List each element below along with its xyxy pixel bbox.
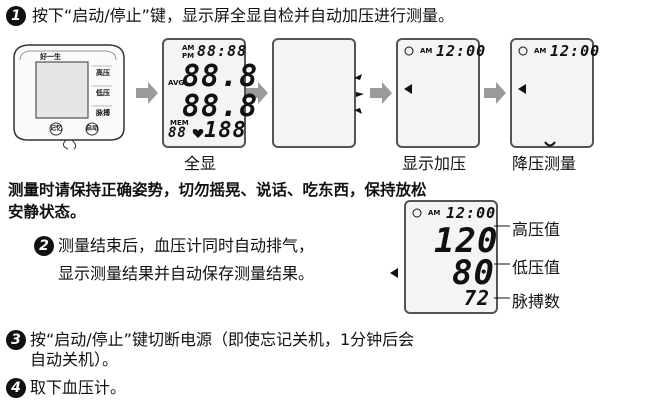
arrow-right-icon (370, 82, 392, 104)
systolic-readout: 120 (434, 221, 499, 261)
time-readout: 88:88 (197, 42, 248, 60)
label-diastolic: 低压值 (512, 258, 561, 277)
time-readout: 12:00 (436, 42, 487, 60)
side-label-pulse: 脉搏 (96, 109, 110, 117)
side-label-dia: 低压 (96, 89, 110, 97)
blood-pressure-monitor-illustration: 好一生 高压 低压 脉搏 记忆 启动 (8, 40, 130, 150)
am-indicator: AM (428, 209, 441, 217)
warning-line-2: 安静状态。 (8, 203, 86, 221)
systolic-readout: 88.8 (182, 59, 259, 94)
pointer-icon (404, 84, 412, 94)
am-indicator: AM (420, 47, 433, 55)
label-systolic: 高压值 (512, 220, 561, 239)
heart-icon (192, 129, 204, 138)
arrow-right-icon (484, 82, 506, 104)
step-2-line-2: 显示测量结果并自动保存测量结果。 (58, 264, 315, 283)
diastolic-readout: 88.8 (182, 89, 259, 124)
caption-inflate: 显示加压 (402, 154, 467, 173)
deflate-indicator-icon (544, 141, 556, 147)
caption-full-display: 全显 (184, 154, 217, 173)
lcd-blank-display (272, 38, 356, 148)
step-3-number: 3 (6, 330, 26, 350)
start-button-label: 启动 (86, 125, 99, 132)
inflate-indicator-icon (354, 74, 364, 114)
user-icon (412, 208, 422, 218)
brand-logo-text: 好一生 (40, 53, 61, 61)
pointer-icon (518, 84, 526, 94)
step-2-number: 2 (34, 236, 54, 256)
lcd-result-display: AM 12:00 120 80 72 (404, 200, 498, 314)
step-1-text: 按下“启动/停止”键，显示屏全显自检并自动加压进行测量。 (32, 6, 454, 25)
time-readout: 12:00 (446, 204, 497, 222)
caption-deflate: 降压测量 (512, 154, 577, 173)
label-leader-lines (494, 225, 510, 299)
pulse-readout: 188 (204, 118, 247, 143)
memory-number: 88 (168, 125, 187, 141)
avg-indicator: AVG (168, 79, 185, 87)
diastolic-readout: 80 (452, 253, 495, 293)
warning-line-1: 测量时请保持正确姿势，切勿摇晃、说话、吃东西，保持放松 (8, 181, 427, 199)
memory-button-label: 记忆 (50, 125, 63, 132)
lcd-inflate-display: AM 12:00 (396, 38, 485, 148)
time-readout: 12:00 (550, 42, 601, 60)
step-1-number: 1 (6, 6, 26, 26)
arrow-right-icon (136, 82, 158, 104)
arrow-right-icon (246, 82, 268, 104)
pm-indicator: PM (182, 52, 195, 60)
mem-indicator: MEM (170, 119, 189, 127)
am-indicator: AM (182, 44, 195, 52)
user-icon (404, 46, 414, 56)
step-3-line-1: 按“启动/停止”键切断电源（即使忘记关机，1分钟后会 (30, 330, 415, 349)
side-label-sys: 高压 (96, 69, 110, 77)
step-4-text: 取下血压计。 (30, 378, 127, 397)
step-2-line-1: 测量结束后，血压计同时自动排气， (58, 236, 315, 255)
step-3-line-2: 自动关机）。 (30, 350, 119, 369)
pulse-readout: 72 (464, 286, 491, 310)
step-4-number: 4 (6, 378, 26, 398)
lcd-deflate-display: AM 12:00 (510, 38, 599, 148)
label-pulse: 脉搏数 (512, 292, 561, 311)
monitor-body-icon (13, 44, 125, 150)
pointer-icon (390, 268, 398, 278)
lcd-full-display: AM PM 88:88 AVG 88.8 88.8 MEM 88 188 (162, 38, 257, 148)
user-icon (518, 46, 528, 56)
am-indicator: AM (534, 47, 547, 55)
